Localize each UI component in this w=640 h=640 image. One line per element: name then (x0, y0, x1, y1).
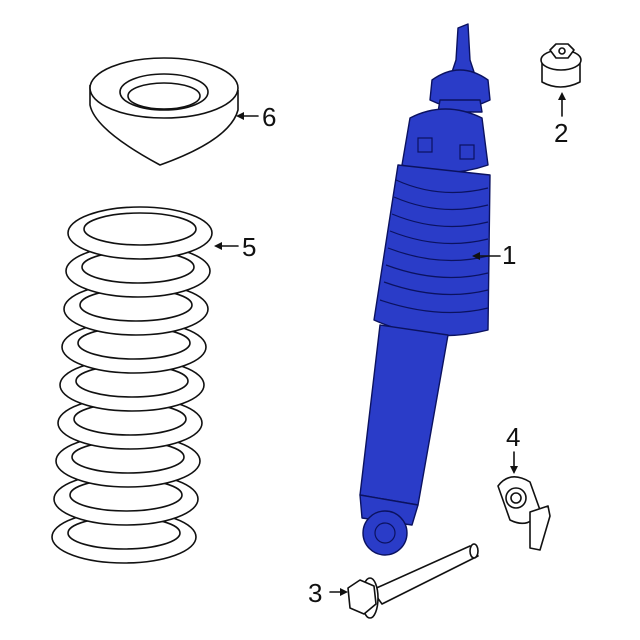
callout-6: 6 (262, 102, 277, 132)
spring-coil (67, 206, 213, 260)
callout-4: 4 (506, 422, 521, 452)
spring-seat (89, 57, 239, 166)
coil-spring (51, 206, 213, 564)
bolt (347, 543, 479, 619)
bracket (497, 476, 551, 551)
callout-5: 5 (242, 232, 257, 262)
spring-coil-inner (83, 212, 197, 246)
callout-1: 1 (502, 240, 517, 270)
nut (540, 43, 582, 88)
leader-arrows (214, 92, 566, 596)
shock-absorber (359, 23, 491, 556)
callout-3: 3 (308, 578, 323, 608)
callout-2: 2 (554, 118, 569, 148)
